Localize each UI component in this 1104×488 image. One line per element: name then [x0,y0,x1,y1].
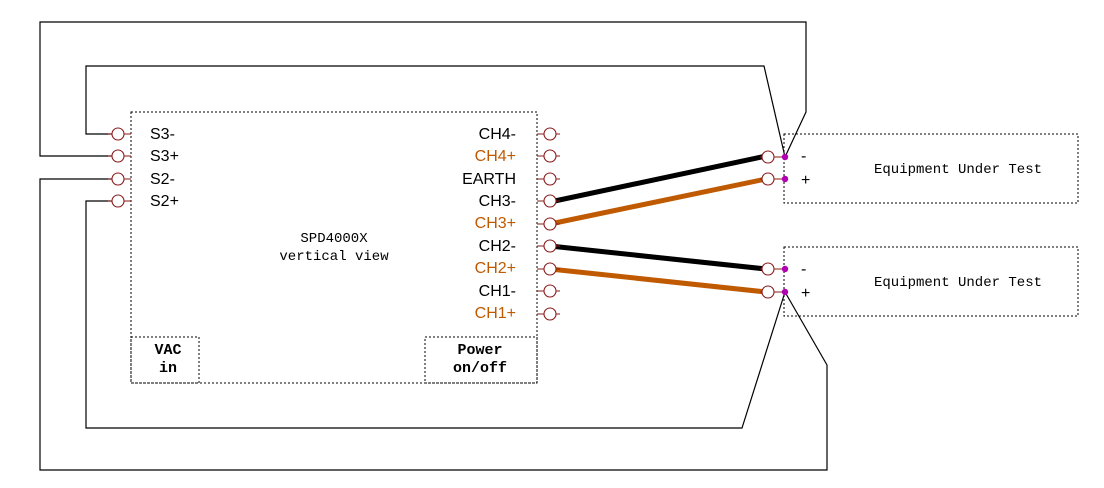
sense-terminal-s2-plus [108,194,131,208]
eut2-terminal-plus [760,285,785,299]
sense-label: S2+ [150,193,179,210]
sense-label: S3+ [150,148,179,165]
sense-point [781,175,789,183]
lead-ch2-minus [549,243,767,272]
sense-wire-s2-plus [39,178,828,471]
sense-label: S3- [150,126,175,143]
channel-label: CH2+ [475,260,516,277]
channel-label: CH1+ [475,305,516,322]
terminal-ch1-plus [537,307,560,321]
terminal-ch3-plus [537,217,560,231]
eut1-terminal-minus [760,150,785,164]
eut-plus-label: + [801,285,810,302]
eut2-terminal-minus [760,262,785,276]
eut-title: Equipment Under Test [874,275,1042,291]
terminal-ch2-plus [537,262,560,276]
eut-minus-label: - [801,261,806,278]
channel-label: CH3- [479,193,516,210]
eut1-terminal-plus [760,172,785,186]
lead-ch3-minus [549,153,767,205]
sense-wire-s2-minus [85,200,786,429]
power-switch-box [424,336,538,384]
sense-point [781,153,789,161]
channel-label: CH2- [479,238,516,255]
sense-label: S2- [150,171,175,188]
device-outline [130,111,538,384]
device-view-label: vertical view [279,249,389,265]
sense-point [781,265,789,273]
vac-label-line1: VAC [154,342,181,359]
terminal-ch4-plus [537,149,560,163]
power-label-line1: Power [457,342,502,359]
power-label-line2: on/off [453,360,507,377]
channel-label: CH4- [479,126,516,143]
terminal-earth [537,172,560,186]
sense-point [781,288,789,296]
eut-box-1 [783,133,1079,204]
sense-terminal-s3-plus [108,149,131,163]
lead-ch2-plus [549,266,767,295]
terminal-ch1-minus [537,284,560,298]
vac-label-line2: in [159,360,177,377]
sense-terminal-s3-minus [108,127,131,141]
terminal-ch3-minus [537,194,560,208]
lead-ch3-plus [549,176,767,227]
terminal-ch4-minus [537,127,560,141]
device-name: SPD4000X [300,231,368,247]
sense-terminal-s2-minus [108,172,131,186]
eut-plus-label: + [801,172,810,189]
eut-title: Equipment Under Test [874,162,1042,178]
eut-minus-label: - [801,148,806,165]
terminal-ch2-minus [537,239,560,253]
channel-label: CH1- [479,283,516,300]
vac-in-box [130,336,200,384]
sense-wire-s3-plus [39,21,807,158]
eut-box-2 [783,246,1079,317]
sense-wire-s3-minus [85,65,786,158]
channel-label: CH4+ [475,148,516,165]
channel-label: CH3+ [475,215,516,232]
channel-label: EARTH [462,171,516,188]
